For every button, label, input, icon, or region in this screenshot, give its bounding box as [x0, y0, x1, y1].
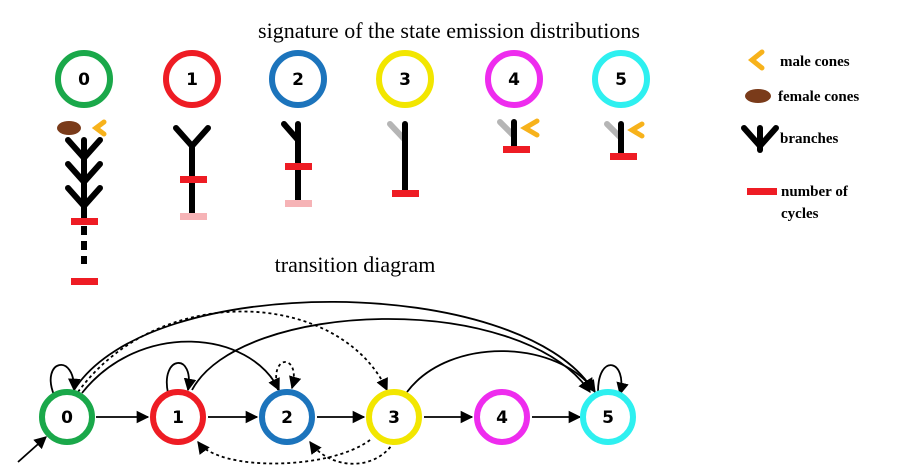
transition-node-5-circle: [580, 389, 636, 445]
emission-state-5-label: 5: [615, 70, 627, 90]
emission-state-0-label: 0: [78, 70, 90, 90]
cycle-bar-extended: [71, 278, 98, 285]
legend-male-cone-icon: [747, 49, 765, 71]
initial-arrow: [17, 436, 47, 463]
emission-state-4-circle: [485, 50, 543, 108]
transition-node-3-label: 3: [388, 408, 400, 428]
emission-state-5: 5: [592, 50, 650, 160]
cycle-bar: [503, 146, 530, 153]
legend-number-of: number of: [781, 184, 849, 200]
emission-state-4: 4: [485, 50, 543, 153]
cycle-bar-faded: [285, 200, 312, 207]
cycle-bar-faded: [180, 213, 207, 220]
transition-title: transition diagram: [275, 252, 436, 277]
edge-0-2: [81, 340, 280, 394]
cycle-bar: [71, 218, 98, 225]
emission-state-3-label: 3: [399, 70, 411, 90]
branches-icon: [281, 121, 301, 203]
branches-icon: [65, 137, 103, 221]
emission-state-2-circle: [269, 50, 327, 108]
emission-state-3-circle: [376, 50, 434, 108]
emission-state-0: 0: [55, 50, 113, 285]
transition-node-4-label: 4: [496, 408, 508, 428]
edge-0-5-outer: [73, 300, 594, 392]
legend-branches: branches: [780, 131, 839, 147]
transition-node-1: 1: [150, 389, 206, 445]
edge-3-5: [406, 350, 596, 394]
transition-node-5: 5: [580, 389, 636, 445]
self-loop-0: [49, 364, 81, 396]
legend-cycles: cycles: [781, 206, 819, 222]
cycle-bar: [180, 176, 207, 183]
branches-icon: [173, 125, 211, 216]
transition-node-0-label: 0: [61, 408, 73, 428]
emission-state-1-circle: [163, 50, 221, 108]
transition-node-5-label: 5: [602, 408, 614, 428]
emission-state-5-circle: [592, 50, 650, 108]
cycle-bar: [392, 190, 419, 197]
emission-state-1-label: 1: [186, 70, 198, 90]
self-loop-2: [275, 361, 302, 391]
emission-state-2: 2: [269, 50, 327, 207]
male-cone-icon: [627, 121, 645, 139]
legend-female-cones: female cones: [778, 89, 859, 105]
cycle-bar: [610, 153, 637, 160]
self-loop-1: [165, 362, 197, 394]
transition-edges: [17, 300, 629, 465]
edge-3-1: [197, 439, 371, 465]
legend-cycle-bar-icon: [747, 188, 777, 195]
transition-node-1-circle: [150, 389, 206, 445]
emission-state-4-label: 4: [508, 70, 520, 90]
transition-node-2-label: 2: [281, 408, 293, 428]
edge-0-3: [77, 310, 388, 393]
legend-female-cone-icon: [745, 89, 771, 103]
male-cone-icon: [520, 118, 540, 138]
legend-branches-icon: [741, 125, 779, 153]
transition-node-0-circle: [39, 389, 95, 445]
cycle-bar: [285, 163, 312, 170]
edge-1-5: [191, 318, 591, 394]
self-loop-5: [597, 364, 629, 396]
transition-node-4-circle: [474, 389, 530, 445]
emission-state-0-circle: [55, 50, 113, 108]
emission-state-1: 1: [163, 50, 221, 220]
transition-node-3-circle: [366, 389, 422, 445]
transition-node-3: 3: [366, 389, 422, 445]
female-cone-icon: [57, 121, 81, 135]
emission-state-2-label: 2: [292, 70, 304, 90]
male-cone-icon: [91, 119, 107, 137]
transition-node-2-circle: [259, 389, 315, 445]
emission-title: signature of the state emission distribu…: [258, 18, 640, 43]
transition-node-4: 4: [474, 389, 530, 445]
transition-node-0: 0: [39, 389, 95, 445]
transition-node-2: 2: [259, 389, 315, 445]
legend-male-cones: male cones: [780, 54, 850, 70]
edge-3-2: [309, 440, 395, 465]
transition-node-1-label: 1: [172, 408, 184, 428]
emission-state-3: 3: [376, 50, 434, 197]
legend: male cones female cones branches number …: [741, 49, 859, 222]
